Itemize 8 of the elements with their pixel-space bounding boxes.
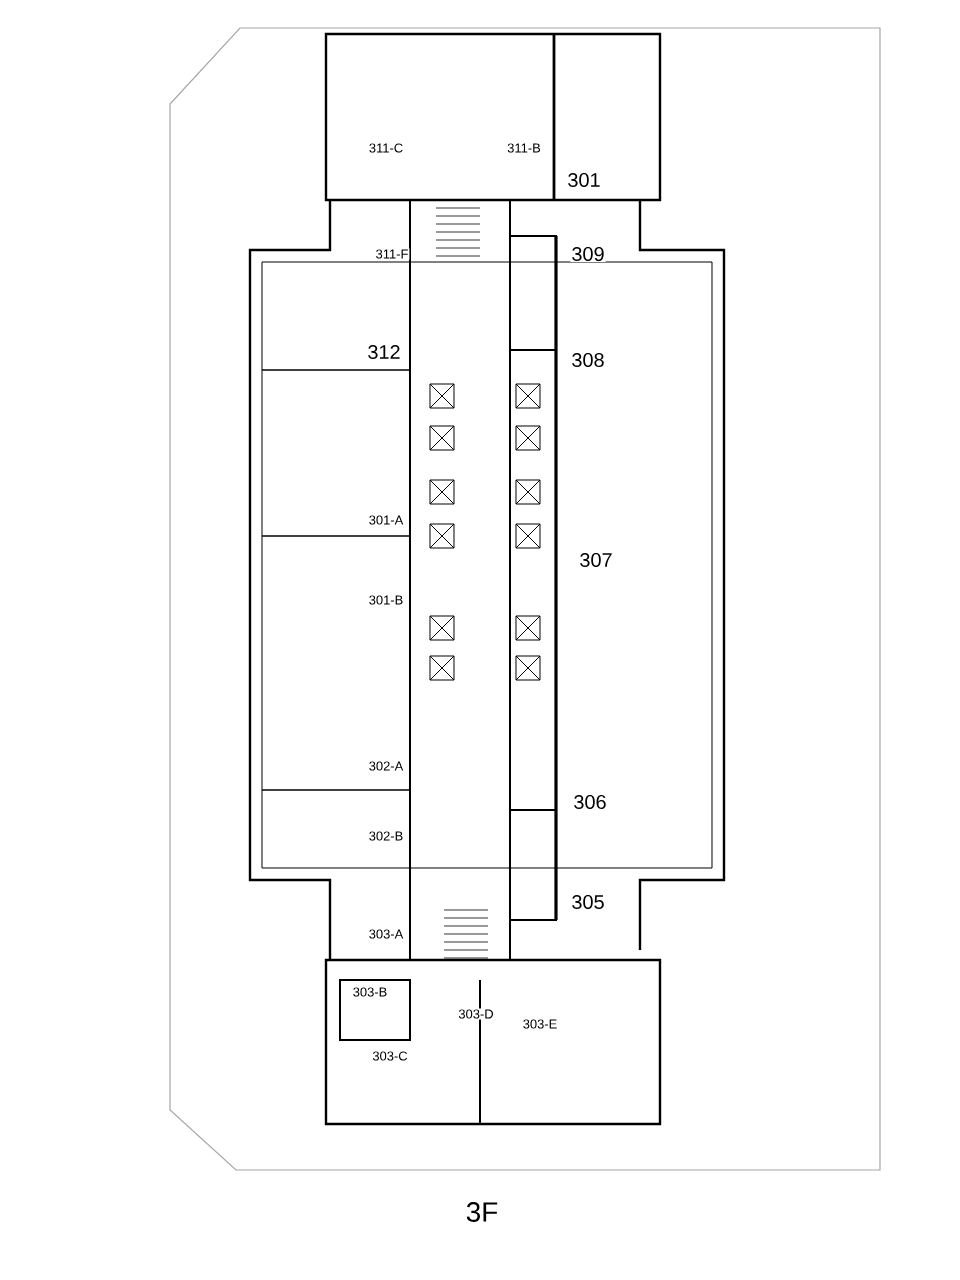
room-number: 307 xyxy=(578,551,614,569)
room-number: 312 xyxy=(366,343,402,361)
room-number: 308 xyxy=(570,351,606,369)
room-number: 306 xyxy=(572,793,608,811)
room-number: 305 xyxy=(570,893,606,911)
room-number: 309 xyxy=(570,245,606,263)
floor-caption: 3F xyxy=(466,1202,498,1222)
room-number: 301 xyxy=(566,171,602,189)
